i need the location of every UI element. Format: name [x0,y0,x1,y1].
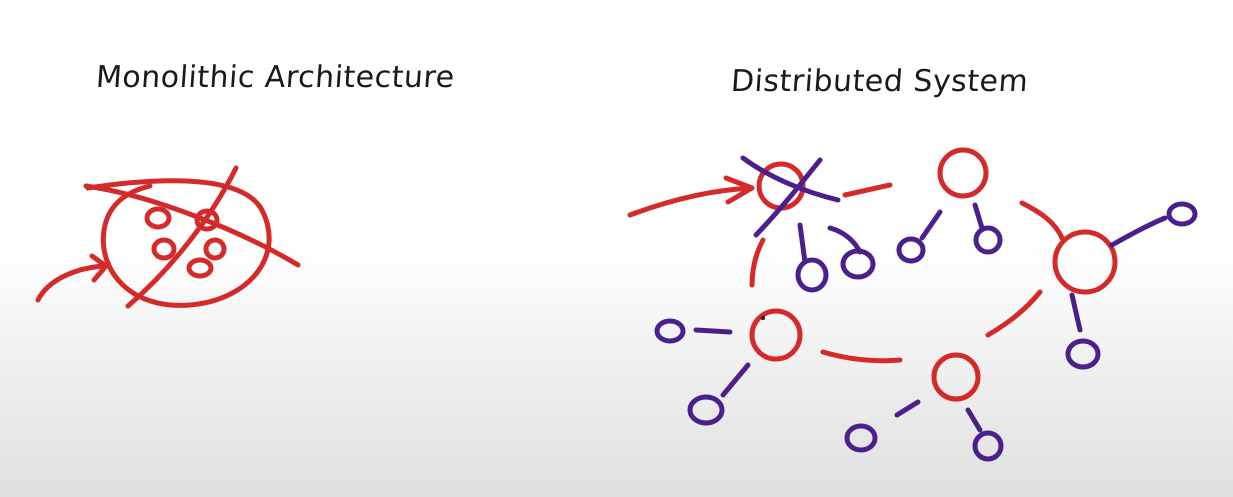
network-link [1019,200,1065,241]
network-link [985,289,1043,338]
client-node [896,236,926,264]
service-node-left [749,308,803,362]
monolith-boundary [85,178,272,308]
client-node [1065,338,1101,370]
distributed-diagram [627,147,1198,462]
client-node [795,257,829,293]
client-link [797,222,808,265]
client-link [1109,215,1168,248]
ink-dot [761,316,765,320]
failed-node-strike-2 [753,157,823,238]
service-node-top [937,147,989,199]
monolith-module-5 [186,257,214,279]
monolith-module-1 [144,206,172,230]
monolith-diagram [35,165,301,309]
client-node [1166,201,1198,227]
client-link [693,327,733,335]
client-node [973,225,1003,255]
client-node [844,423,878,453]
network-link [842,182,893,198]
service-node-right [1052,229,1118,295]
service-node-bottom [931,352,981,402]
failed-node-strike-1 [740,155,841,203]
client-node [654,318,686,344]
client-link [965,407,983,433]
client-link [894,399,921,418]
client-node [972,430,1004,462]
monolith-module-3 [151,237,177,261]
client-node [840,248,876,280]
network-link [749,237,766,288]
network-link [820,349,903,364]
monolith-strike-line-2 [125,165,239,309]
monolith-module-2 [194,208,220,232]
client-link [720,362,751,398]
monolith-strike-line-1 [83,183,301,268]
monolith-request-arrow [35,253,109,303]
client-link [972,202,985,231]
client-node [687,394,725,426]
client-link [827,225,863,255]
client-link [1069,292,1083,333]
client-link [919,209,943,241]
distributed-request-arrow [627,175,755,218]
monolith-module-4 [203,237,227,261]
